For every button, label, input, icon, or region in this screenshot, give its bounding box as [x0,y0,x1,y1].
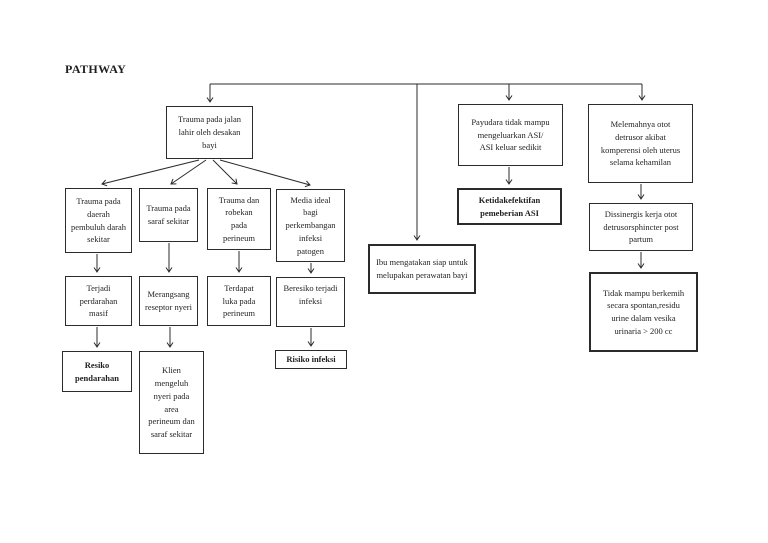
arrow-fan-to-robekan [212,159,238,185]
node-trauma-robekan-perineum: Trauma dan robekan pada perineum [207,188,271,250]
node-ketidakefektifan-asi: Ketidakefektifan pemeberian ASI [457,188,562,225]
node-terdapat-luka: Terdapat luka pada perineum [207,276,271,326]
node-payudara-asi: Payudara tidak mampu mengeluarkan ASI/ A… [458,104,563,166]
page-title: PATHWAY [65,62,127,76]
node-risiko-infeksi: Risiko infeksi [275,350,347,369]
node-resiko-pendarahan: Resiko pendarahan [62,351,132,392]
node-trauma-jalan-lahir: Trauma pada jalan lahir oleh desakan bay… [166,106,253,159]
node-ibu-siap: Ibu mengatakan siap untuk melupakan pera… [368,244,476,294]
node-trauma-pembuluh-darah: Trauma pada daerah pembuluh darah sekita… [65,188,132,253]
node-media-ideal-infeksi: Media ideal bagi perkembangan infeksi pa… [276,189,345,262]
node-merangsang-reseptor: Merangsang reseptor nyeri [139,276,198,326]
node-tidak-mampu-berkemih: Tidak mampu berkemih secara spontan,resi… [589,272,698,352]
node-klien-mengeluh: Klien mengeluh nyeri pada area perineum … [139,351,204,454]
node-terjadi-perdarahan: Terjadi perdarahan masif [65,276,132,326]
arrow-fan-to-media-ideal [219,159,311,188]
node-dissinergis: Dissinergis kerja otot detrusorsphincter… [589,203,693,251]
node-melemahnya-otot: Melemahnya otot detrusor akibat komperen… [588,104,693,183]
arrow-fan-to-saraf [170,159,207,185]
arrow-fan-to-pembuluh-darah [101,159,200,187]
node-trauma-saraf: Trauma pada saraf sekitar [139,188,198,242]
node-beresiko-infeksi: Beresiko terjadi infeksi [276,277,345,327]
